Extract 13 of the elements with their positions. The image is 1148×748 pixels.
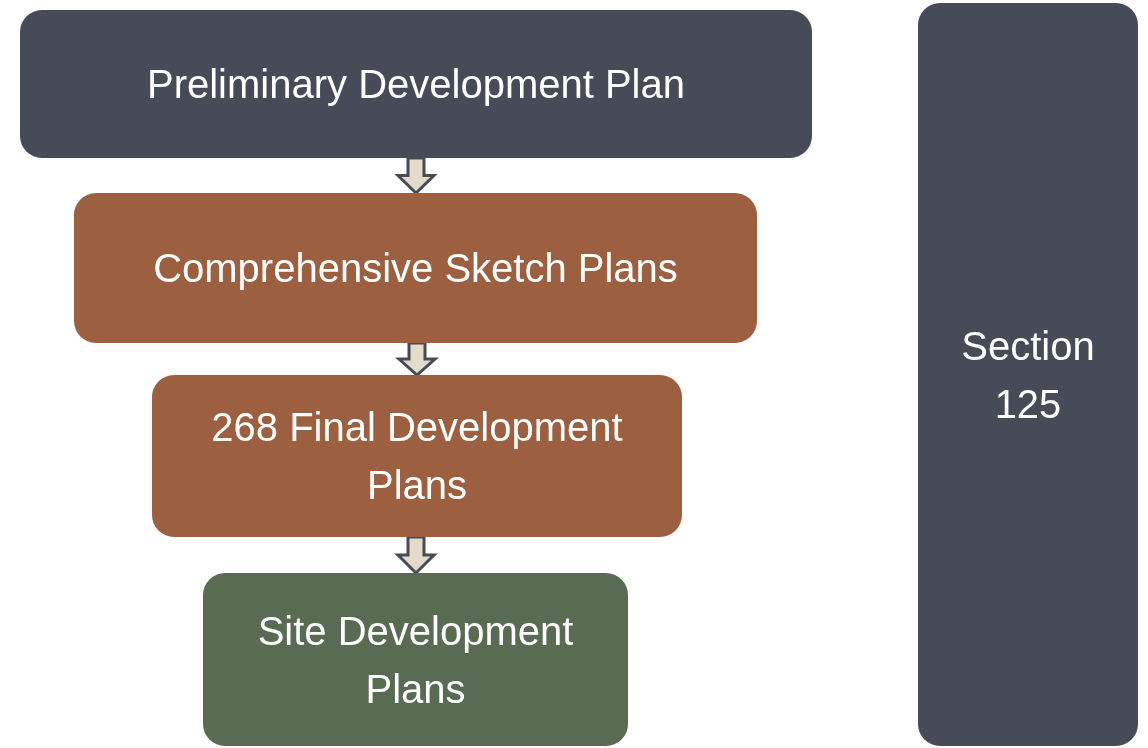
process-box	[203, 573, 628, 746]
box-label: Section 125	[960, 322, 1096, 428]
block-arrow	[395, 341, 439, 377]
box-label: Site Development Plans	[256, 607, 575, 713]
box-label: Preliminary Development Plan	[147, 61, 685, 108]
process-box	[918, 3, 1138, 746]
box-label: Comprehensive Sketch Plans	[153, 245, 678, 292]
block-arrow	[394, 156, 438, 196]
process-box	[74, 193, 757, 343]
box-label: 268 Final Development Plans	[210, 404, 624, 509]
block-arrow	[394, 535, 438, 576]
process-box	[20, 10, 812, 158]
process-box	[152, 375, 682, 537]
